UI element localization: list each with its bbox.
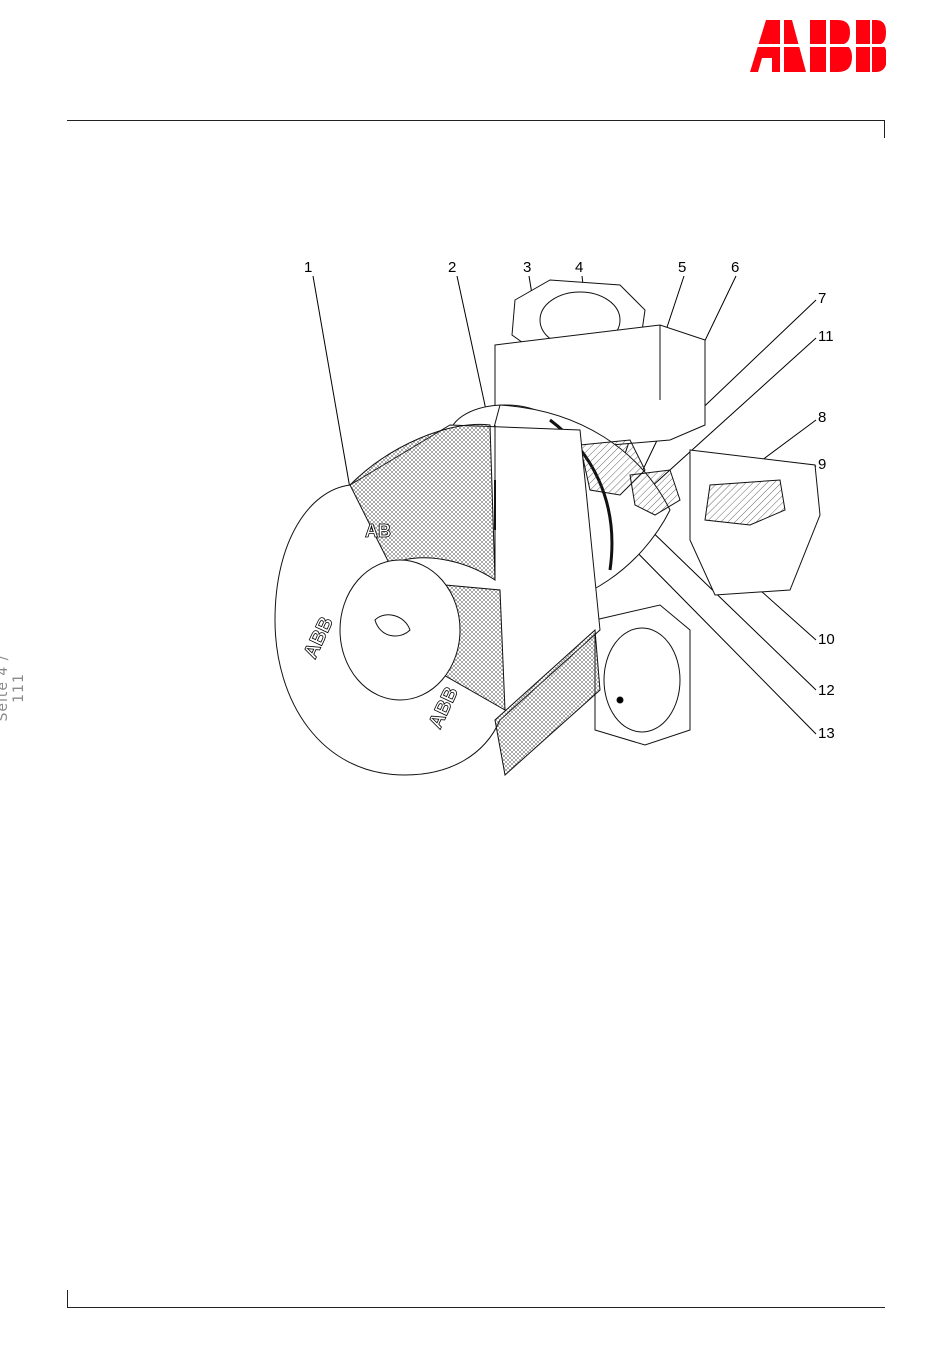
callout-13: 13	[818, 725, 835, 742]
callout-1: 1	[304, 259, 312, 276]
callout-4: 4	[575, 259, 583, 276]
callout-8: 8	[818, 409, 826, 426]
page-number: Seite 4 / 111	[0, 643, 27, 733]
callout-12: 12	[818, 682, 835, 699]
callout-10: 10	[818, 631, 835, 648]
callout-3: 3	[523, 259, 531, 276]
callout-2: 2	[448, 259, 456, 276]
callout-5: 5	[678, 259, 686, 276]
header-tick	[884, 120, 885, 138]
embossed-ab-3: AB	[365, 521, 391, 541]
abb-logo	[750, 18, 886, 74]
callout-11: 11	[818, 328, 834, 345]
header-rule	[67, 120, 885, 121]
callout-6: 6	[731, 259, 739, 276]
footer-rule	[67, 1307, 885, 1308]
callout-9: 9	[818, 456, 826, 473]
callout-7: 7	[818, 290, 826, 307]
turbocharger-cutaway-figure: 1 2 3 4 5 6 7 11 8 9 10 12 13	[250, 250, 870, 790]
footer-tick	[67, 1290, 68, 1308]
